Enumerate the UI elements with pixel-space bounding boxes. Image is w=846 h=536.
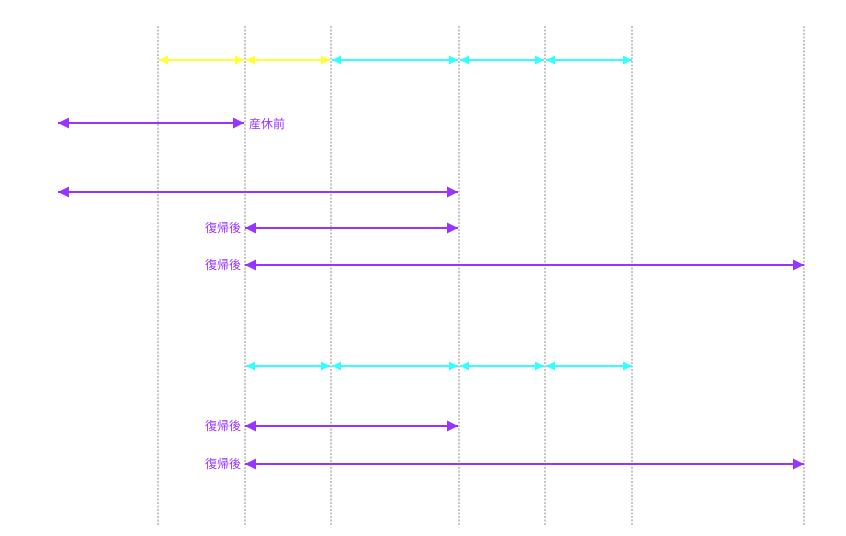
- label-after-return-3: 復帰後: [205, 418, 241, 433]
- label-after-return-4: 復帰後: [205, 456, 241, 471]
- purple-arrows-lower: [245, 420, 804, 470]
- labels: 産休前 復帰後 復帰後 復帰後 復帰後: [205, 116, 285, 471]
- guide-lines: [157, 26, 805, 526]
- purple-arrows-upper: [58, 117, 804, 271]
- label-before-leave: 産休前: [249, 116, 285, 131]
- label-after-return-1: 復帰後: [205, 220, 241, 235]
- label-after-return-2: 復帰後: [205, 257, 241, 272]
